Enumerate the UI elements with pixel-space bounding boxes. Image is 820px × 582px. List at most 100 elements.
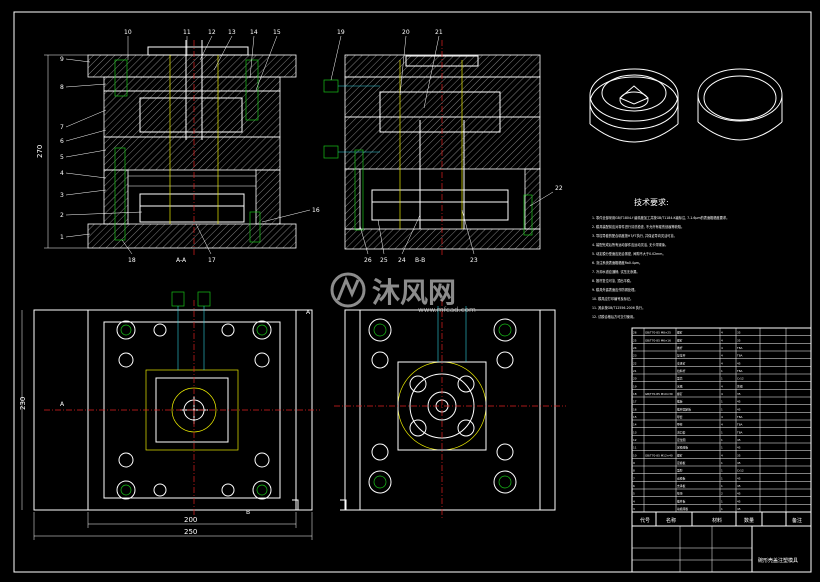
bom-cell-mat: 黄铜 <box>737 384 743 388</box>
bom-cell-name: 定模板 <box>677 461 686 465</box>
bom-cell-no: 25 <box>633 338 637 342</box>
sheet-border <box>13 11 812 573</box>
bom-cell-no: 21 <box>633 369 637 373</box>
bom-cell-qty: 1 <box>721 407 723 411</box>
bom-cell-no: 15 <box>633 415 637 419</box>
bom-cell-qty: 1 <box>721 430 723 434</box>
bom-cell-qty: 1 <box>721 400 723 404</box>
bom-cell-name: 推杆固定板 <box>677 407 691 411</box>
bom-cell-qty: 4 <box>721 338 723 342</box>
dim-height-270: 270 <box>36 145 44 158</box>
bom-cell-name: 导套 <box>677 415 683 419</box>
part-iso-view-closed <box>697 68 783 141</box>
bom-cell-mat: 45 <box>737 461 741 465</box>
svg-text:数量: 数量 <box>744 517 754 524</box>
bom-cell-mat: T8A <box>736 369 742 373</box>
bom-cell-name: 螺钉 <box>677 331 683 335</box>
svg-text:16: 16 <box>312 207 320 214</box>
svg-text:15: 15 <box>273 29 281 36</box>
svg-text:25: 25 <box>380 257 388 264</box>
svg-text:13: 13 <box>228 29 236 36</box>
section-label-b: B-B <box>415 257 425 264</box>
bom-cell-no: 23 <box>633 354 637 358</box>
bom-cell-mat: Cr12 <box>737 469 744 473</box>
bom-cell-mat: 45 <box>737 361 741 365</box>
watermark-logo: 沐风网 www.mfcad.com <box>330 272 476 314</box>
svg-text:1: 1 <box>60 234 64 241</box>
bom-cell-qty: 1 <box>721 476 723 480</box>
svg-text:6: 6 <box>60 138 64 145</box>
svg-text:3. 导柱导套的配合精度按H7/f7执行, 并保证导向灵活可: 3. 导柱导套的配合精度按H7/f7执行, 并保证导向灵活可靠。 <box>592 233 677 238</box>
plan-view-fixed-half: 200 250 230 A A B <box>19 291 320 540</box>
bom-cell-name: 浇口套 <box>677 430 686 434</box>
svg-text:14: 14 <box>250 29 258 36</box>
bom-cell-mat: 35 <box>737 338 741 342</box>
part-iso-view-open <box>589 68 679 143</box>
svg-text:6. 浇注系统表面粗糙度Ra0.4μm。: 6. 浇注系统表面粗糙度Ra0.4μm。 <box>592 260 642 265</box>
bom-cell-qty: 1 <box>721 499 723 503</box>
svg-text:17: 17 <box>208 257 216 264</box>
watermark-text: 沐风网 <box>372 276 456 309</box>
bom-cell-qty: 1 <box>721 507 723 511</box>
svg-text:B: B <box>246 509 250 516</box>
bom-cell-mat: 35 <box>737 453 741 457</box>
bom-cell-mat: 45 <box>737 407 741 411</box>
svg-text:9: 9 <box>60 56 64 63</box>
callouts-left: 9 8 7 6 5 4 3 2 1 <box>60 56 143 241</box>
bom-cell-qty: 4 <box>721 361 723 365</box>
svg-text:1. 零件全部采用GB/T1804-f 级精度加工并按GB/: 1. 零件全部采用GB/T1804-f 级精度加工并按GB/T1184-K级标注… <box>592 215 729 220</box>
bom-cell-mat: 45 <box>737 476 741 480</box>
bom-cell-no: 13 <box>633 430 637 434</box>
bom-cell-no: 22 <box>633 361 637 365</box>
bom-cell-mat: 45 <box>737 492 741 496</box>
bom-cell-no: 3 <box>633 507 635 511</box>
bom-cell-name: 动模板 <box>677 476 686 480</box>
bom-cell-name: 螺钉 <box>677 338 683 342</box>
bom-cell-name: 动模座板 <box>677 507 688 511</box>
bom-cell-qty: 4 <box>721 384 723 388</box>
svg-text:24: 24 <box>398 257 406 264</box>
svg-text:9. 模具外露表面应作防锈处理。: 9. 模具外露表面应作防锈处理。 <box>592 287 638 292</box>
bom-cell-no: 14 <box>633 423 637 427</box>
dim-width-250: 250 <box>184 528 197 536</box>
bom-cell-name: 导柱 <box>677 423 683 427</box>
svg-text:备注: 备注 <box>792 517 802 524</box>
bom-cell-qty: 4 <box>721 392 723 396</box>
svg-text:5. 动定模分型面应贴合紧密, 间隙不大于0.02mm。: 5. 动定模分型面应贴合紧密, 间隙不大于0.02mm。 <box>592 251 666 256</box>
bom-cell-qty: 4 <box>721 331 723 335</box>
tech-req-title: 技术要求: <box>634 197 669 207</box>
bom-cell-qty: 2 <box>721 492 723 496</box>
svg-text:A: A <box>306 309 311 316</box>
svg-text:2. 模具装配前应对零件进行清洗检查, 不允许有碰伤划痕等缺: 2. 模具装配前应对零件进行清洗检查, 不允许有碰伤划痕等缺陷。 <box>592 224 684 229</box>
technical-requirements: 技术要求: 1. 零件全部采用GB/T1804-f 级精度加工并按GB/T118… <box>592 197 729 319</box>
svg-text:18: 18 <box>128 257 136 264</box>
svg-text:3: 3 <box>60 192 64 199</box>
bom-cell-no: 26 <box>633 331 637 335</box>
bom-cell-name: 推杆 <box>677 346 683 350</box>
watermark-url: www.mfcad.com <box>418 306 476 314</box>
bom-cell-name: 螺钉 <box>677 392 683 396</box>
bom-cell-mat: 35 <box>737 392 741 396</box>
plan-view-moving-half <box>334 300 566 520</box>
bom-cell-name: 推件板 <box>677 499 686 503</box>
bom-cell-no: 4 <box>633 499 635 503</box>
bom-cell-code: GB/T70-85 M12×40 <box>645 453 673 457</box>
svg-text:8: 8 <box>60 84 64 91</box>
svg-text:代号: 代号 <box>640 517 650 524</box>
bom-cell-mat: T8A <box>736 354 742 358</box>
bom-cell-name: 支承板 <box>677 484 686 488</box>
svg-text:5: 5 <box>60 154 64 161</box>
bom-cell-qty: 4 <box>721 415 723 419</box>
bom-cell-name: 定模座板 <box>677 446 688 450</box>
bom-cell-name: 复位杆 <box>677 354 686 358</box>
svg-text:11: 11 <box>183 29 191 36</box>
svg-text:26: 26 <box>364 257 372 264</box>
svg-text:7: 7 <box>60 124 64 131</box>
svg-text:4. 装配完成后所有运动部件应运动灵活, 无卡滞现象。: 4. 装配完成后所有运动部件应运动灵活, 无卡滞现象。 <box>592 242 668 247</box>
bom-cell-no: 11 <box>633 446 637 450</box>
bom-cell-no: 8 <box>633 469 635 473</box>
bom-cell-name: 定位圈 <box>677 438 686 442</box>
bom-cell-code: GB/T70-85 M6×16 <box>645 338 671 342</box>
